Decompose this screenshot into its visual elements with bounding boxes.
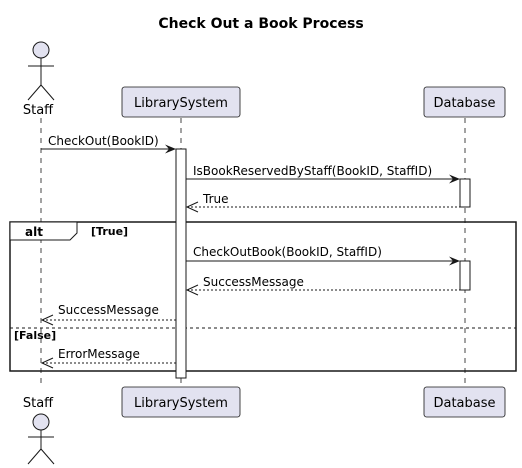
participant-label: LibrarySystem [134,96,228,111]
open-arrow-head-icon [185,284,199,296]
participant-label: Staff [23,396,54,411]
message-label: ErrorMessage [58,347,140,361]
alt-label-tab [9,221,78,241]
arrow-head-icon [165,144,176,154]
alt-fragment: alt [True] [False] [9,221,517,372]
participant-staff-top: Staff [23,41,55,118]
message-checkout-book: CheckOutBook(BookID, StaffID) [186,245,460,266]
participant-box [423,386,506,418]
actor-icon [27,413,55,465]
alt-frame [9,221,517,372]
alt-guard-false: [False] [14,329,56,342]
diagram-title: Check Out a Book Process [158,16,363,32]
message-label: SuccessMessage [58,303,159,317]
participant-database-bottom: Database [423,386,506,418]
message-label: SuccessMessage [203,275,304,289]
activation-database-2 [459,260,471,291]
actor-icon [27,41,55,101]
participant-label: Staff [23,103,54,118]
message-return-true: True [185,192,460,213]
arrow-head-icon [449,174,460,184]
activation-library-system [175,148,187,379]
message-checkout: CheckOut(BookID) [41,134,176,154]
participant-box [423,86,506,118]
message-success-db: SuccessMessage [185,275,460,296]
activation-database-1 [459,178,471,208]
message-is-book-reserved: IsBookReservedByStaff(BookID, StaffID) [186,164,460,184]
participant-box [121,386,241,418]
participant-box [121,86,241,118]
alt-guard-true: [True] [91,225,128,238]
message-success-staff: SuccessMessage [40,303,176,326]
open-arrow-head-icon [185,201,199,213]
participant-library-system-top: LibrarySystem [121,86,241,118]
message-label: CheckOut(BookID) [48,134,159,148]
message-label: True [202,192,229,206]
participant-database-top: Database [423,86,506,118]
message-label: CheckOutBook(BookID, StaffID) [193,245,382,259]
message-label: IsBookReservedByStaff(BookID, StaffID) [193,164,432,178]
participant-staff-bottom: Staff [23,396,55,465]
arrow-head-icon [449,256,460,266]
message-error: ErrorMessage [40,347,176,369]
participant-label: Database [433,396,495,411]
participant-label: LibrarySystem [134,396,228,411]
alt-keyword: alt [25,225,43,239]
participant-library-system-bottom: LibrarySystem [121,386,241,418]
open-arrow-head-icon [40,314,54,326]
open-arrow-head-icon [40,357,54,369]
participant-label: Database [433,96,495,111]
